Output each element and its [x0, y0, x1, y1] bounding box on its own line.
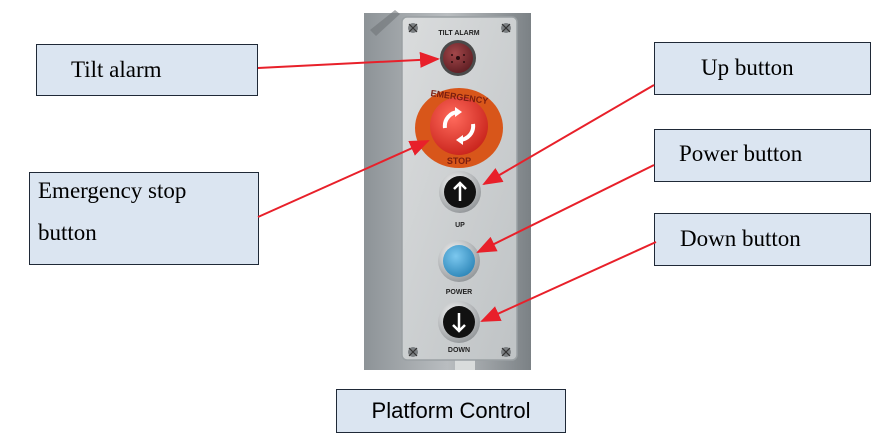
callout-emergency-stop-line2: button: [38, 220, 97, 246]
panel-label-power: POWER: [446, 289, 472, 296]
callout-power-button-label: Power button: [679, 141, 803, 166]
callout-down-button: Down button: [654, 213, 871, 266]
screw-icon: [501, 347, 511, 357]
callout-down-button-label: Down button: [680, 226, 801, 251]
callout-power-button: Power button: [654, 129, 871, 182]
power-button-icon[interactable]: [438, 240, 480, 282]
panel-label-up: UP: [455, 222, 465, 229]
screw-icon: [408, 23, 418, 33]
tilt-alarm-buzzer-icon: [440, 40, 476, 76]
callout-tilt-alarm-label: Tilt alarm: [71, 57, 162, 82]
callout-tilt-alarm: Tilt alarm: [36, 44, 258, 96]
arrow-up-icon: [453, 181, 467, 201]
arrow-down-icon: [452, 313, 466, 333]
down-button-icon[interactable]: [438, 301, 480, 343]
panel-label-tilt-alarm: TILT ALARM: [438, 30, 479, 37]
callout-emergency-stop: Emergency stop button: [29, 172, 259, 265]
panel-label-down: DOWN: [448, 347, 470, 354]
screw-icon: [408, 347, 418, 357]
callout-up-button: Up button: [654, 42, 871, 95]
screw-icon: [501, 23, 511, 33]
emergency-stop-button-icon[interactable]: [415, 88, 503, 168]
figure-caption: Platform Control: [336, 389, 566, 433]
up-button-icon[interactable]: [439, 171, 481, 213]
panel-label-stop: STOP: [447, 156, 471, 166]
callout-up-button-label: Up button: [701, 55, 794, 80]
callout-emergency-stop-line1: Emergency stop: [38, 178, 187, 203]
